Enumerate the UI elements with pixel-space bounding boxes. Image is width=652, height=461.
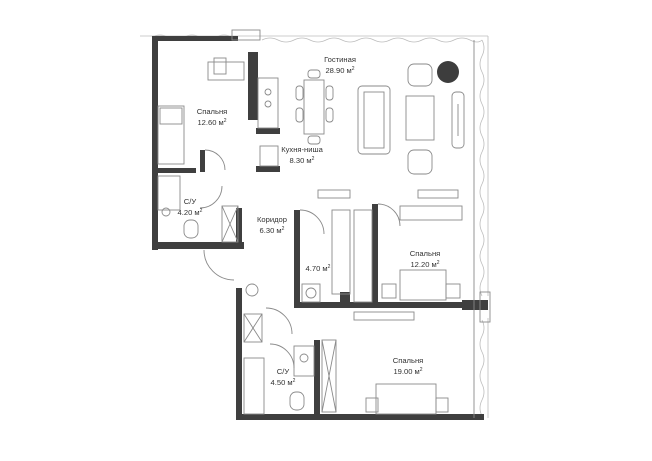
living-coffee-table [405,95,435,141]
wall-top-left [152,36,238,41]
bedroom3-bed [375,383,437,415]
wall-mid-horizontal [294,302,484,308]
bedroom3-wardrobe [321,339,337,413]
dining-table [303,79,325,135]
walls [152,36,488,420]
kitchen-counter [257,77,279,129]
hall-wardrobe [243,313,263,343]
wall-storage-bottom [340,292,350,304]
bath2-tub [243,357,265,415]
room-name-bedroom-3: Спальня [393,356,424,365]
radiator-living-1 [317,189,351,199]
bedroom1-bed [157,105,185,165]
wall-corridor-stub [236,208,242,244]
bath2-toilet [289,391,305,411]
wall-left-lower [152,208,158,250]
door-swing-storage [299,209,325,235]
room-area-kitchen: 8.30 м2 [290,156,315,165]
living-tv-bench [451,91,465,149]
living-armchair [407,63,433,87]
room-name-bedroom-2: Спальня [410,249,441,258]
balcony-door-top [231,29,261,41]
living-sofa [357,85,391,155]
living-plant [437,61,459,83]
room-name-bath-1: С/У [184,197,197,206]
wall-bath1-top [152,168,196,173]
room-name-kitchen: Кухня-ниша [281,145,323,154]
room-area-storage: 4.70 м2 [306,264,331,273]
interior-lines [157,29,491,418]
room-area-bath-2: 4.50 м2 [271,378,296,387]
room-area-bedroom-2: 12.20 м2 [410,260,439,269]
door-swing-bedroom3 [265,307,293,335]
room-labels: Гостиная 28.90 м2 Спальня 12.60 м2 Кухня… [178,55,441,387]
bath2-sink [293,345,315,377]
door-swing-bath2 [269,343,295,369]
door-swing-entrance [203,249,235,281]
storage-washer [301,283,321,303]
corridor-wardrobe [221,205,239,243]
kitchen-fridge [259,145,279,167]
door-swing-bedroom2 [377,203,401,227]
wall-bath2-right [314,340,320,414]
room-name-living: Гостиная [324,55,356,64]
wall-bedroom1-right [200,150,205,172]
door-swing-bedroom1 [204,149,226,171]
bedroom3-radiator [353,311,415,321]
wall-kitchen-box-bottom [256,166,280,172]
room-area-bedroom-1: 12.60 м2 [197,118,226,127]
wall-corridor-bottom [152,242,244,249]
wall-left-upper [152,36,158,208]
room-area-bath-1: 4.20 м2 [178,208,203,217]
bath1-tub [157,175,181,211]
room-name-bedroom-1: Спальня [197,107,228,116]
wall-kitchen-box [256,128,280,134]
wall-storage-left [294,210,300,306]
room-area-corridor: 6.30 м2 [260,226,285,235]
storage-shelves [331,209,351,295]
room-area-bedroom-3: 19.00 м2 [393,367,422,376]
wall-bedroom2-left [372,204,378,304]
room-area-living: 28.90 м2 [325,66,354,75]
bedroom2-bed [399,269,447,301]
room-name-bath-2: С/У [277,367,290,376]
wall-kitchen-partition [248,52,258,120]
balcony-door-right [479,291,491,323]
room-name-corridor: Коридор [257,215,287,224]
wall-right-stub [462,300,488,310]
bedroom2-desk [399,205,463,221]
glass-facade-right [479,39,485,417]
wall-bath2-left [236,288,242,420]
wall-bottom [236,414,484,420]
door-swing-corridor [199,185,223,209]
radiator-living-2 [417,189,459,199]
